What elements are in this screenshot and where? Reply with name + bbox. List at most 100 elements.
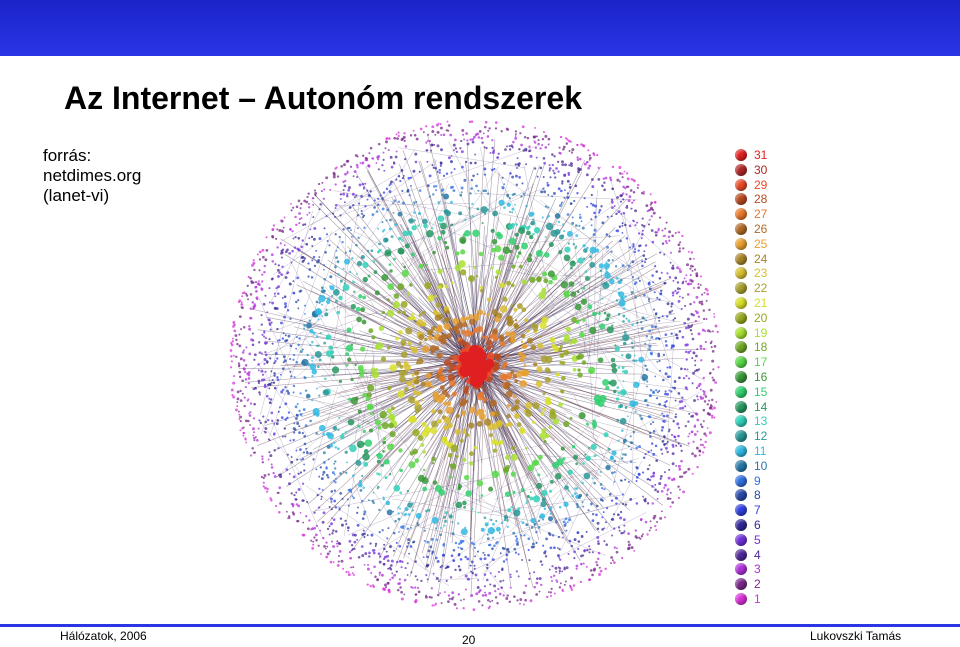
legend-label: 24 — [754, 252, 767, 266]
legend-label: 30 — [754, 163, 767, 177]
legend-item: 4 — [735, 548, 761, 562]
legend-color-dot — [735, 401, 747, 413]
legend-label: 21 — [754, 296, 767, 310]
legend-color-dot — [735, 253, 747, 265]
footer-author: Lukovszki Tamás — [810, 629, 901, 643]
legend-label: 12 — [754, 429, 767, 443]
legend-item: 5 — [735, 533, 761, 547]
legend-color-dot — [735, 460, 747, 472]
legend-color-dot — [735, 445, 747, 457]
legend-item: 27 — [735, 207, 767, 221]
legend-label: 2 — [754, 577, 761, 591]
legend-item: 17 — [735, 355, 767, 369]
legend-label: 22 — [754, 281, 767, 295]
legend-item: 7 — [735, 503, 761, 517]
legend-color-dot — [735, 593, 747, 605]
legend-item: 26 — [735, 222, 767, 236]
legend-label: 27 — [754, 207, 767, 221]
legend-color-dot — [735, 179, 747, 191]
legend-color-dot — [735, 475, 747, 487]
legend-color-dot — [735, 297, 747, 309]
legend-color-dot — [735, 549, 747, 561]
legend-label: 29 — [754, 178, 767, 192]
legend-color-dot — [735, 282, 747, 294]
legend-color-dot — [735, 341, 747, 353]
legend-color-dot — [735, 327, 747, 339]
legend-item: 25 — [735, 237, 767, 251]
legend-color-dot — [735, 223, 747, 235]
legend-item: 10 — [735, 459, 767, 473]
legend-label: 8 — [754, 488, 761, 502]
legend-label: 25 — [754, 237, 767, 251]
legend-color-dot — [735, 504, 747, 516]
legend-label: 7 — [754, 503, 761, 517]
legend-item: 24 — [735, 252, 767, 266]
source-note: forrás: netdimes.org (lanet-vi) — [43, 146, 141, 206]
legend-label: 16 — [754, 370, 767, 384]
legend-item: 30 — [735, 163, 767, 177]
legend-label: 23 — [754, 266, 767, 280]
legend-color-dot — [735, 149, 747, 161]
legend-color-dot — [735, 356, 747, 368]
legend-label: 19 — [754, 326, 767, 340]
legend-label: 31 — [754, 148, 767, 162]
legend-color-dot — [735, 489, 747, 501]
legend-label: 28 — [754, 192, 767, 206]
legend-color-dot — [735, 312, 747, 324]
footer-line — [0, 624, 960, 627]
legend-color-dot — [735, 563, 747, 575]
legend-item: 18 — [735, 340, 767, 354]
legend-label: 26 — [754, 222, 767, 236]
legend-item: 20 — [735, 311, 767, 325]
legend-label: 20 — [754, 311, 767, 325]
legend-label: 17 — [754, 355, 767, 369]
as-network-visualization — [140, 115, 820, 615]
legend-item: 12 — [735, 429, 767, 443]
legend-color-dot — [735, 386, 747, 398]
legend-label: 15 — [754, 385, 767, 399]
source-line-1: forrás: — [43, 146, 141, 166]
legend-label: 11 — [754, 444, 766, 458]
top-color-band — [0, 0, 960, 56]
legend-item: 21 — [735, 296, 767, 310]
legend-label: 6 — [754, 518, 761, 532]
legend-item: 6 — [735, 518, 761, 532]
legend-color-dot — [735, 415, 747, 427]
legend-color-dot — [735, 534, 747, 546]
legend-item: 23 — [735, 266, 767, 280]
legend-item: 16 — [735, 370, 767, 384]
legend-item: 19 — [735, 326, 767, 340]
footer-course: Hálózatok, 2006 — [60, 629, 147, 643]
network-nodes — [230, 120, 720, 611]
legend-label: 4 — [754, 548, 761, 562]
legend-item: 14 — [735, 400, 767, 414]
legend-item: 1 — [735, 592, 761, 606]
legend-color-dot — [735, 208, 747, 220]
legend-item: 8 — [735, 488, 761, 502]
legend-color-dot — [735, 519, 747, 531]
legend-item: 28 — [735, 192, 767, 206]
legend-item: 9 — [735, 474, 761, 488]
legend-item: 29 — [735, 178, 767, 192]
source-line-2: netdimes.org — [43, 166, 141, 186]
legend-color-dot — [735, 430, 747, 442]
legend-label: 14 — [754, 400, 767, 414]
legend-label: 9 — [754, 474, 761, 488]
legend-label: 3 — [754, 562, 761, 576]
legend-item: 2 — [735, 577, 761, 591]
legend-item: 11 — [735, 444, 766, 458]
legend-label: 5 — [754, 533, 761, 547]
legend-item: 22 — [735, 281, 767, 295]
legend-label: 1 — [754, 592, 761, 606]
legend-color-dot — [735, 578, 747, 590]
legend-item: 31 — [735, 148, 767, 162]
legend-color-dot — [735, 164, 747, 176]
legend-label: 10 — [754, 459, 767, 473]
legend-item: 13 — [735, 414, 767, 428]
legend-label: 13 — [754, 414, 767, 428]
legend-item: 3 — [735, 562, 761, 576]
legend-item: 15 — [735, 385, 767, 399]
legend-color-dot — [735, 267, 747, 279]
legend-label: 18 — [754, 340, 767, 354]
